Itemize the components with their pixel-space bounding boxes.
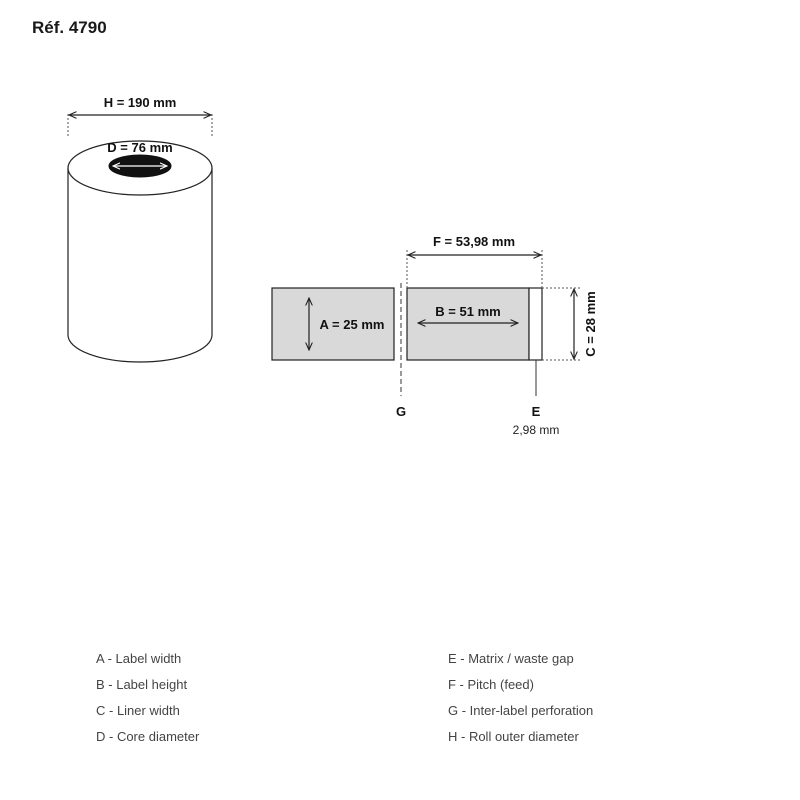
a-dimension-label: A = 25 mm [320, 317, 385, 332]
outer-diameter-label: H = 190 mm [104, 95, 177, 110]
label-current [406, 287, 530, 361]
legend-item-a: A - Label width [96, 651, 182, 666]
roll-outer-dimension [67, 114, 213, 136]
pitch-dimension [406, 250, 543, 288]
roll-body [67, 168, 213, 363]
legend-item-f: F - Pitch (feed) [448, 677, 534, 692]
legend-item-b: B - Label height [96, 677, 188, 692]
page-title: Réf. 4790 [32, 18, 107, 37]
legend-item-d: D - Core diameter [96, 729, 200, 744]
legend-item-e: E - Matrix / waste gap [448, 651, 574, 666]
pitch-label: F = 53,98 mm [433, 234, 515, 249]
legend-item-g: G - Inter-label perforation [448, 703, 594, 718]
matrix-gap [528, 287, 543, 361]
liner-width-label: C = 28 mm [583, 291, 598, 356]
perforation-marker: G [396, 404, 406, 419]
matrix-gap-value: 2,98 mm [513, 423, 560, 437]
legend-item-c: C - Liner width [96, 703, 180, 718]
roll-cylinder [67, 140, 213, 363]
label-previous [271, 287, 395, 361]
legend: A - Label width E - Matrix / waste gap B… [96, 650, 716, 745]
core-diameter-label: D = 76 mm [107, 140, 172, 155]
liner-width-dimension [542, 287, 580, 361]
b-dimension-label: B = 51 mm [435, 304, 500, 319]
legend-item-h: H - Roll outer diameter [448, 729, 579, 744]
matrix-gap-marker: E [532, 404, 541, 419]
